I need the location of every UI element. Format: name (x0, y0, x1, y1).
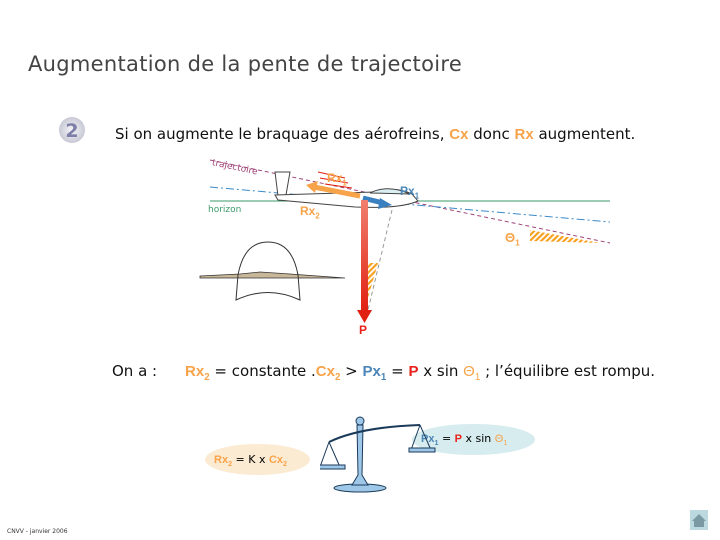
airbrake-turbulence-icon (317, 171, 353, 189)
balance-scale-icon (320, 416, 436, 493)
axis-line (209, 186, 611, 223)
px1-label: Px1 (400, 184, 420, 201)
footer-text: CNVV - janvier 2006 (7, 528, 68, 535)
p-label: P (359, 323, 368, 337)
rx-formula: Rx2 = K x Cx2 (214, 453, 288, 469)
bullet-text: Si on augmente le braquage des aérofrein… (115, 125, 635, 143)
theta-hatch (530, 230, 600, 243)
slide-title: Augmentation de la pente de trajectoire (28, 52, 463, 76)
equation: Rx2 = constante .Cx2 > Px1 = P x sin Θ1 … (185, 362, 656, 383)
cx-label: Cx (449, 126, 469, 143)
terrain (199, 271, 346, 279)
px-projection-line (367, 209, 393, 311)
theta1-label: Θ1 (505, 230, 520, 248)
question-bullet-icon: 2 (59, 117, 85, 143)
rx-bubble (205, 444, 310, 475)
on-a-label: On a : (112, 362, 158, 380)
home-icon (692, 514, 706, 527)
p-angle-hatch (366, 263, 378, 305)
weight-arrow (361, 200, 368, 312)
rx-arrow (313, 184, 361, 199)
rx2-label: Rx2 (300, 204, 320, 221)
rx-label: Rx (514, 126, 534, 143)
donc-label: donc (473, 125, 510, 143)
home-button[interactable] (690, 510, 708, 530)
arch-shape (235, 241, 301, 301)
svg-text:2: 2 (65, 120, 78, 142)
horizon-label: horizon (208, 205, 242, 215)
rx1-label: Rx1 (327, 171, 347, 188)
bullet-end: augmentent. (538, 125, 636, 143)
bullet-text-main: Si on augmente le braquage des aérofrein… (115, 125, 445, 143)
